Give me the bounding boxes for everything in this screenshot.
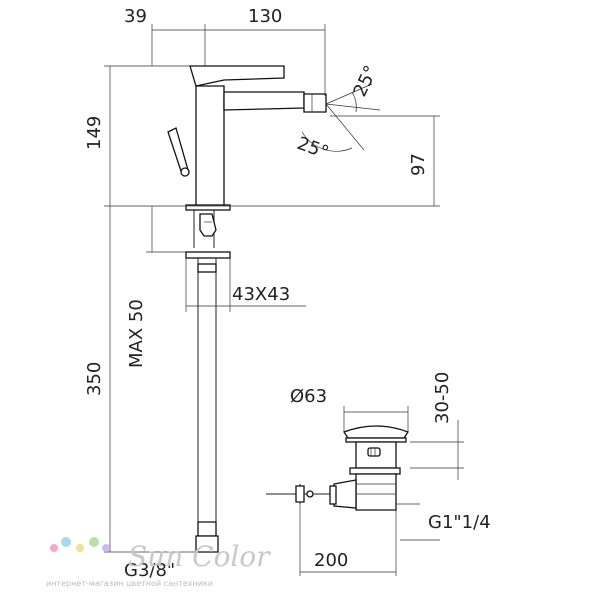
watermark-dot <box>76 544 84 552</box>
watermark-brand: Sun Color <box>128 540 271 573</box>
extension-lines <box>104 24 440 553</box>
watermark-dot <box>50 544 58 552</box>
dim-39: 39 <box>124 6 147 27</box>
dim-max-50: MAX 50 <box>126 299 147 368</box>
waste-dimensions <box>299 406 464 576</box>
dim-350: 350 <box>84 362 105 396</box>
watermark-dot <box>61 537 71 547</box>
dim-149: 149 <box>84 116 105 150</box>
dim-g3-8: G3/8" <box>124 560 175 581</box>
dim-g1-1-4: G1"1/4 <box>428 512 491 533</box>
dim-angle-lower: 25° <box>294 133 331 164</box>
popup-waste <box>266 425 409 511</box>
dim-97: 97 <box>408 153 429 176</box>
dim-200: 200 <box>314 550 348 571</box>
dim-130: 130 <box>248 6 282 27</box>
watermark-tagline: интернет-магазин цветной сантехники <box>46 579 213 588</box>
mounting-assembly <box>185 210 231 553</box>
watermark: Sun Color интернет-магазин цветной санте… <box>46 537 271 588</box>
dim-43x43: 43X43 <box>232 284 290 305</box>
mixer-body <box>167 65 327 211</box>
watermark-dot <box>89 537 99 547</box>
dim-angle-upper: 25° <box>349 62 382 100</box>
dimension-lines <box>109 29 435 552</box>
dim-30-50: 30-50 <box>432 372 453 424</box>
watermark-dot <box>102 544 110 552</box>
dim-phi-63: Ø63 <box>290 386 327 407</box>
